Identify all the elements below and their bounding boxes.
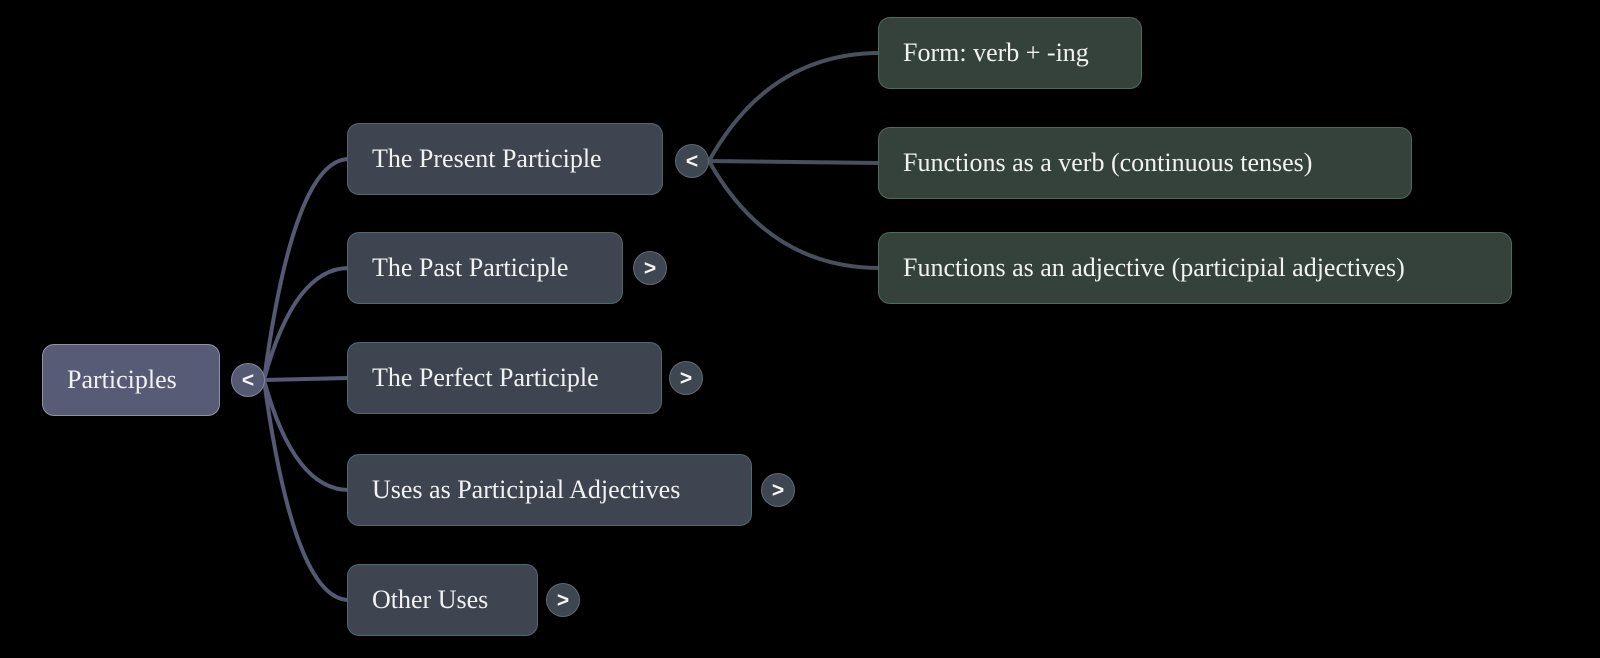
node-perfect-participle[interactable]: The Perfect Participle bbox=[347, 342, 662, 414]
node-functions-as-verb[interactable]: Functions as a verb (continuous tenses) bbox=[878, 127, 1412, 199]
edge-root-to-perfect-participle bbox=[262, 376, 351, 382]
expand-icon: > bbox=[556, 588, 570, 612]
node-other-uses[interactable]: Other Uses bbox=[347, 564, 538, 636]
edge-root-to-participial-adjectives bbox=[262, 378, 351, 492]
node-participial-adjectives-label: Uses as Participial Adjectives bbox=[372, 475, 681, 504]
edge-root-to-other-uses bbox=[262, 378, 351, 602]
expand-icon: > bbox=[771, 478, 785, 502]
edge-present-to-functions-verb bbox=[707, 159, 882, 165]
expand-button-participial-adjectives[interactable]: > bbox=[761, 473, 795, 507]
node-participles-label: Participles bbox=[67, 365, 177, 394]
edge-root-to-present-participle bbox=[262, 157, 351, 382]
node-perfect-participle-label: The Perfect Participle bbox=[372, 363, 599, 392]
edge-present-to-form bbox=[707, 51, 882, 163]
collapse-button-participles[interactable]: < bbox=[231, 363, 265, 397]
collapse-icon: < bbox=[685, 149, 699, 173]
node-other-uses-label: Other Uses bbox=[372, 585, 489, 614]
expand-icon: > bbox=[643, 256, 657, 280]
expand-button-perfect-participle[interactable]: > bbox=[669, 361, 703, 395]
node-present-participle[interactable]: The Present Participle bbox=[347, 123, 663, 195]
expand-button-other-uses[interactable]: > bbox=[546, 583, 580, 617]
node-participles[interactable]: Participles bbox=[42, 344, 220, 416]
node-form-verb-ing-label: Form: verb + -ing bbox=[903, 38, 1089, 67]
collapse-button-present-participle[interactable]: < bbox=[675, 144, 709, 178]
edge-root-to-past-participle bbox=[262, 266, 351, 382]
node-functions-as-adjective-label: Functions as an adjective (participial a… bbox=[903, 253, 1405, 282]
node-past-participle[interactable]: The Past Participle bbox=[347, 232, 623, 304]
collapse-icon: < bbox=[241, 368, 255, 392]
node-present-participle-label: The Present Participle bbox=[372, 144, 602, 173]
node-functions-as-verb-label: Functions as a verb (continuous tenses) bbox=[903, 148, 1313, 177]
node-past-participle-label: The Past Participle bbox=[372, 253, 569, 282]
expand-button-past-participle[interactable]: > bbox=[633, 251, 667, 285]
expand-icon: > bbox=[679, 366, 693, 390]
node-functions-as-adjective[interactable]: Functions as an adjective (participial a… bbox=[878, 232, 1512, 304]
node-form-verb-ing[interactable]: Form: verb + -ing bbox=[878, 17, 1142, 89]
edge-present-to-functions-adjective bbox=[707, 159, 882, 270]
node-participial-adjectives[interactable]: Uses as Participial Adjectives bbox=[347, 454, 752, 526]
